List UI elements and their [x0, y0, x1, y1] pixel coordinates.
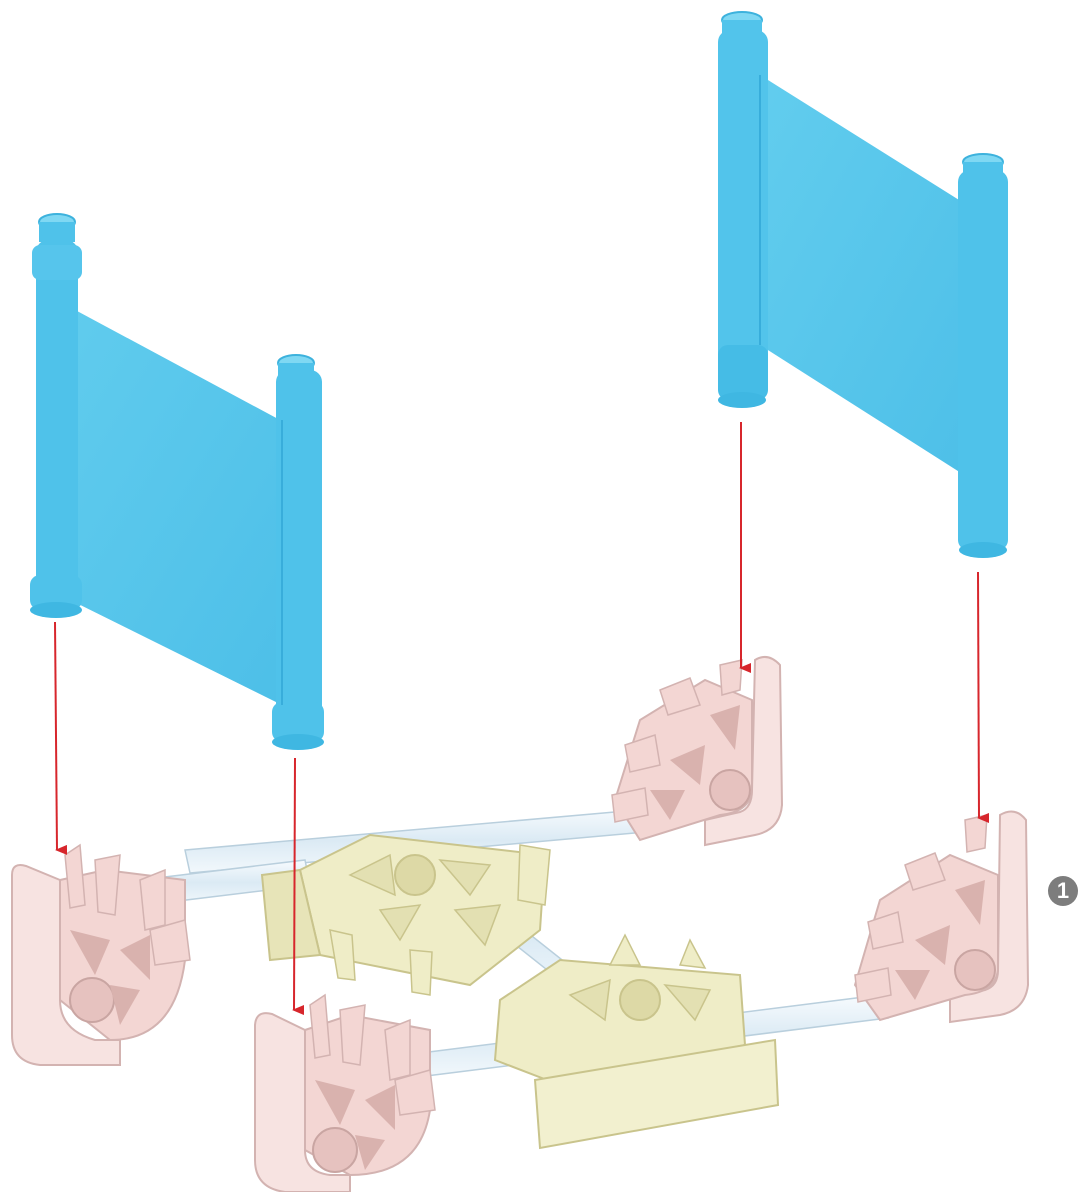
arrow-2 [294, 758, 295, 1010]
corner-connector-back-left [12, 845, 190, 1065]
step-number-badge: 1 [1048, 876, 1078, 906]
panel-left [30, 214, 324, 750]
center-connector-front [495, 935, 778, 1148]
arrow-4 [978, 572, 979, 818]
corner-connector-front-right [855, 811, 1028, 1022]
arrow-1 [55, 622, 57, 850]
corner-connector-front-left [255, 995, 435, 1192]
corner-connector-back-right [612, 657, 782, 845]
panel-right [718, 12, 1008, 558]
